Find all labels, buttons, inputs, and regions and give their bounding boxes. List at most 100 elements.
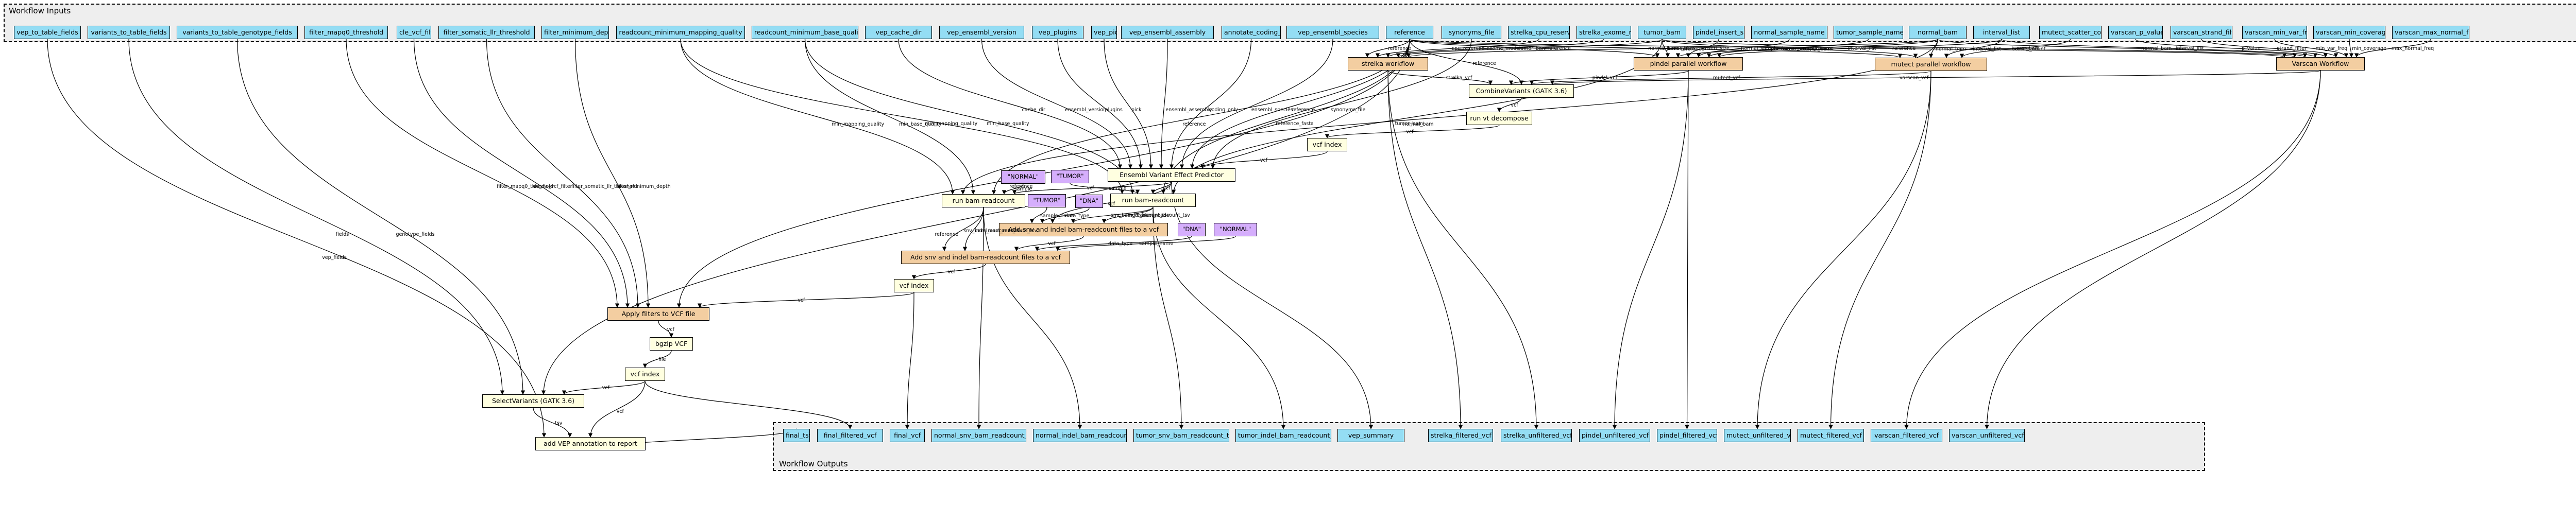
edge-in20-to-mutect — [1662, 39, 1918, 58]
input-vep-pick[interactable]: vep_pick — [1091, 26, 1117, 39]
output-pindel-unfiltered-vcf[interactable]: pindel_unfiltered_vcf — [1579, 429, 1650, 442]
edge-tumor_str1-to-rc2 — [1070, 183, 1140, 194]
input-pindel-insert-size[interactable]: pindel_insert_size — [1693, 26, 1744, 39]
input-vep-ensembl-species[interactable]: vep_ensembl_species — [1286, 26, 1379, 39]
edge-label: do_cle_vcf_filter — [533, 183, 572, 189]
edge-label: scatter_count — [2012, 46, 2046, 52]
step-vcfindex1[interactable]: vcf index — [1307, 138, 1347, 151]
edge-label: vcf — [1048, 241, 1056, 247]
input-interval-list[interactable]: interval_list — [1973, 26, 2030, 39]
output-final-filtered-vcf[interactable]: final_filtered_vcf — [817, 429, 883, 442]
output-tumor-snv-bam-readcount-tsv[interactable]: tumor_snv_bam_readcount_tsv — [1133, 429, 1229, 442]
step-varscan[interactable]: Varscan Workflow — [2276, 57, 2365, 71]
edge-vcfindex2-to-out2 — [905, 292, 914, 429]
output-mutect-filtered-vcf[interactable]: mutect_filtered_vcf — [1798, 429, 1864, 442]
output-tumor-indel-bam-readcount-tsv[interactable]: tumor_indel_bam_readcount_tsv — [1235, 429, 1331, 442]
edge-label: normal_bam — [1403, 121, 1434, 127]
output-strelka-filtered-vcf[interactable]: strelka_filtered_vcf — [1428, 429, 1493, 442]
step-pindel[interactable]: pindel parallel workflow — [1634, 57, 1743, 71]
step-combine[interactable]: CombineVariants (GATK 3.6) — [1469, 84, 1574, 98]
input-varscan-max-normal-freq[interactable]: varscan_max_normal_freq — [2392, 26, 2469, 39]
edge-combine-to-decompose — [1497, 97, 1522, 112]
input-varscan-p-value[interactable]: varscan_p_value — [2108, 26, 2163, 39]
input-variants-to-table-fields[interactable]: variants_to_table_fields — [88, 26, 170, 39]
step-dna-str2[interactable]: "DNA" — [1178, 223, 1206, 236]
step-decompose[interactable]: run vt decompose — [1466, 112, 1532, 125]
step-normal-str2[interactable]: "NORMAL" — [1214, 223, 1257, 236]
output-strelka-unfiltered-vcf[interactable]: strelka_unfiltered_vcf — [1501, 429, 1572, 442]
input-filter-somatic-llr-threshold[interactable]: filter_somatic_llr_threshold — [438, 26, 535, 39]
input-strelka-cpu-reserved[interactable]: strelka_cpu_reserved — [1508, 26, 1570, 39]
input-varscan-min-coverage[interactable]: varscan_min_coverage — [2313, 26, 2385, 39]
input-vep-ensembl-assembly[interactable]: vep_ensembl_assembly — [1121, 26, 1214, 39]
input-vep-plugins[interactable]: vep_plugins — [1032, 26, 1083, 39]
output-final-vcf[interactable]: final_vcf — [890, 429, 925, 442]
step-addrc1[interactable]: Add snv and indel bam-readcount files to… — [999, 223, 1168, 236]
output-normal-indel-bam-readcount-tsv[interactable]: normal_indel_bam_readcount_tsv — [1033, 429, 1127, 442]
edge-label: coding_only — [1209, 107, 1239, 113]
input-readcount-minimum-base-quality[interactable]: readcount_minimum_base_quality — [752, 26, 858, 39]
step-strelka[interactable]: strelka workflow — [1348, 57, 1428, 71]
input-readcount-minimum-mapping-quality[interactable]: readcount_minimum_mapping_quality — [616, 26, 745, 39]
output-varscan-unfiltered-vcf[interactable]: varscan_unfiltered_vcf — [1949, 429, 2025, 442]
output-varscan-filtered-vcf[interactable]: varscan_filtered_vcf — [1871, 429, 1942, 442]
edge-rc2-to-addrc1 — [1101, 206, 1154, 223]
step-dna-str1[interactable]: "DNA" — [1075, 195, 1103, 208]
input-vep-cache-dir[interactable]: vep_cache_dir — [865, 26, 932, 39]
edge-bgzip-to-vcfindex3 — [642, 350, 672, 368]
input-mutect-scatter-count[interactable]: mutect_scatter_count — [2039, 26, 2102, 39]
step-tumor-str1[interactable]: "TUMOR" — [1051, 170, 1089, 183]
input-varscan-min-var-freq[interactable]: varscan_min_var_freq — [2242, 26, 2307, 39]
edge-label: insert_size — [1703, 46, 1730, 52]
input-cle-vcf-filter[interactable]: cle_vcf_filter — [397, 26, 431, 39]
edge-vcfindex2-to-filters — [698, 292, 914, 308]
input-filter-minimum-depth[interactable]: filter_minimum_depth — [541, 26, 609, 39]
input-variants-to-table-genotype-fields[interactable]: variants_to_table_genotype_fields — [177, 26, 298, 39]
step-rc2[interactable]: run bam-readcount — [1110, 194, 1196, 207]
edge-label: vcf — [947, 269, 955, 275]
step-bgzip[interactable]: bgzip VCF — [650, 337, 693, 351]
input-strelka-exome-mode[interactable]: strelka_exome_mode — [1577, 26, 1631, 39]
input-vep-ensembl-version[interactable]: vep_ensembl_version — [939, 26, 1024, 39]
edge-vcfindex3-to-addvep — [588, 380, 646, 438]
step-vcfindex2[interactable]: vcf index — [894, 279, 934, 292]
output-vep-summary[interactable]: vep_summary — [1337, 429, 1404, 442]
step-filters[interactable]: Apply filters to VCF file — [607, 307, 709, 321]
input-normal-bam[interactable]: normal_bam — [1909, 26, 1967, 39]
edge-label: normal_bam — [1648, 46, 1679, 52]
output-final-tsv[interactable]: final_tsv — [783, 429, 810, 442]
input-varscan-strand-filter[interactable]: varscan_strand_filter — [2171, 26, 2232, 39]
edge-label: strelka_vcf — [1446, 75, 1472, 81]
edge-in1-to-select — [128, 39, 505, 395]
workflow-outputs-title: Workflow Outputs — [779, 459, 848, 468]
output-mutect-unfiltered-vcf[interactable]: mutect_unfiltered_vcf — [1724, 429, 1791, 442]
edge-rc1-to-out3 — [976, 207, 984, 429]
input-synonyms-file[interactable]: synonyms_file — [1442, 26, 1501, 39]
step-vcfindex3[interactable]: vcf index — [625, 368, 665, 381]
input-filter-mapq0-threshold[interactable]: filter_mapq0_threshold — [304, 26, 388, 39]
step-mutect[interactable]: mutect parallel workflow — [1875, 58, 1987, 71]
step-addvep[interactable]: add VEP annotation to report — [535, 437, 646, 450]
edge-label: vcf — [602, 385, 609, 391]
input-reference[interactable]: reference — [1386, 26, 1433, 39]
output-normal-snv-bam-readcount-tsv[interactable]: normal_snv_bam_readcount_tsv — [931, 429, 1026, 442]
edge-in16-to-mutect — [1409, 39, 1902, 58]
input-tumor-sample-name[interactable]: tumor_sample_name — [1834, 26, 1903, 39]
step-addrc2[interactable]: Add snv and indel bam-readcount files to… — [901, 251, 1070, 264]
step-select[interactable]: SelectVariants (GATK 3.6) — [482, 394, 584, 408]
edge-in14-to-vep — [1169, 39, 1252, 169]
edge-in21-to-pindel — [1686, 39, 1719, 58]
edge-label: pick — [1131, 107, 1142, 113]
step-tumor-str2[interactable]: "TUMOR" — [1028, 194, 1066, 207]
step-vep[interactable]: Ensembl Variant Effect Predictor — [1108, 168, 1235, 182]
output-pindel-filtered-vcf[interactable]: pindel_filtered_vcf — [1657, 429, 1717, 442]
step-normal-str[interactable]: "NORMAL" — [1001, 170, 1045, 184]
input-tumor-bam[interactable]: tumor_bam — [1638, 26, 1686, 39]
edge-label: interval_list — [2175, 46, 2204, 52]
edge-dna_str1-to-addrc1 — [1040, 207, 1090, 223]
step-rc1[interactable]: run bam-readcount — [942, 194, 1025, 207]
input-normal-sample-name[interactable]: normal_sample_name — [1751, 26, 1827, 39]
input-vep-to-table-fields[interactable]: vep_to_table_fields — [14, 26, 81, 39]
input-annotate-coding-only[interactable]: annotate_coding_only — [1222, 26, 1281, 39]
